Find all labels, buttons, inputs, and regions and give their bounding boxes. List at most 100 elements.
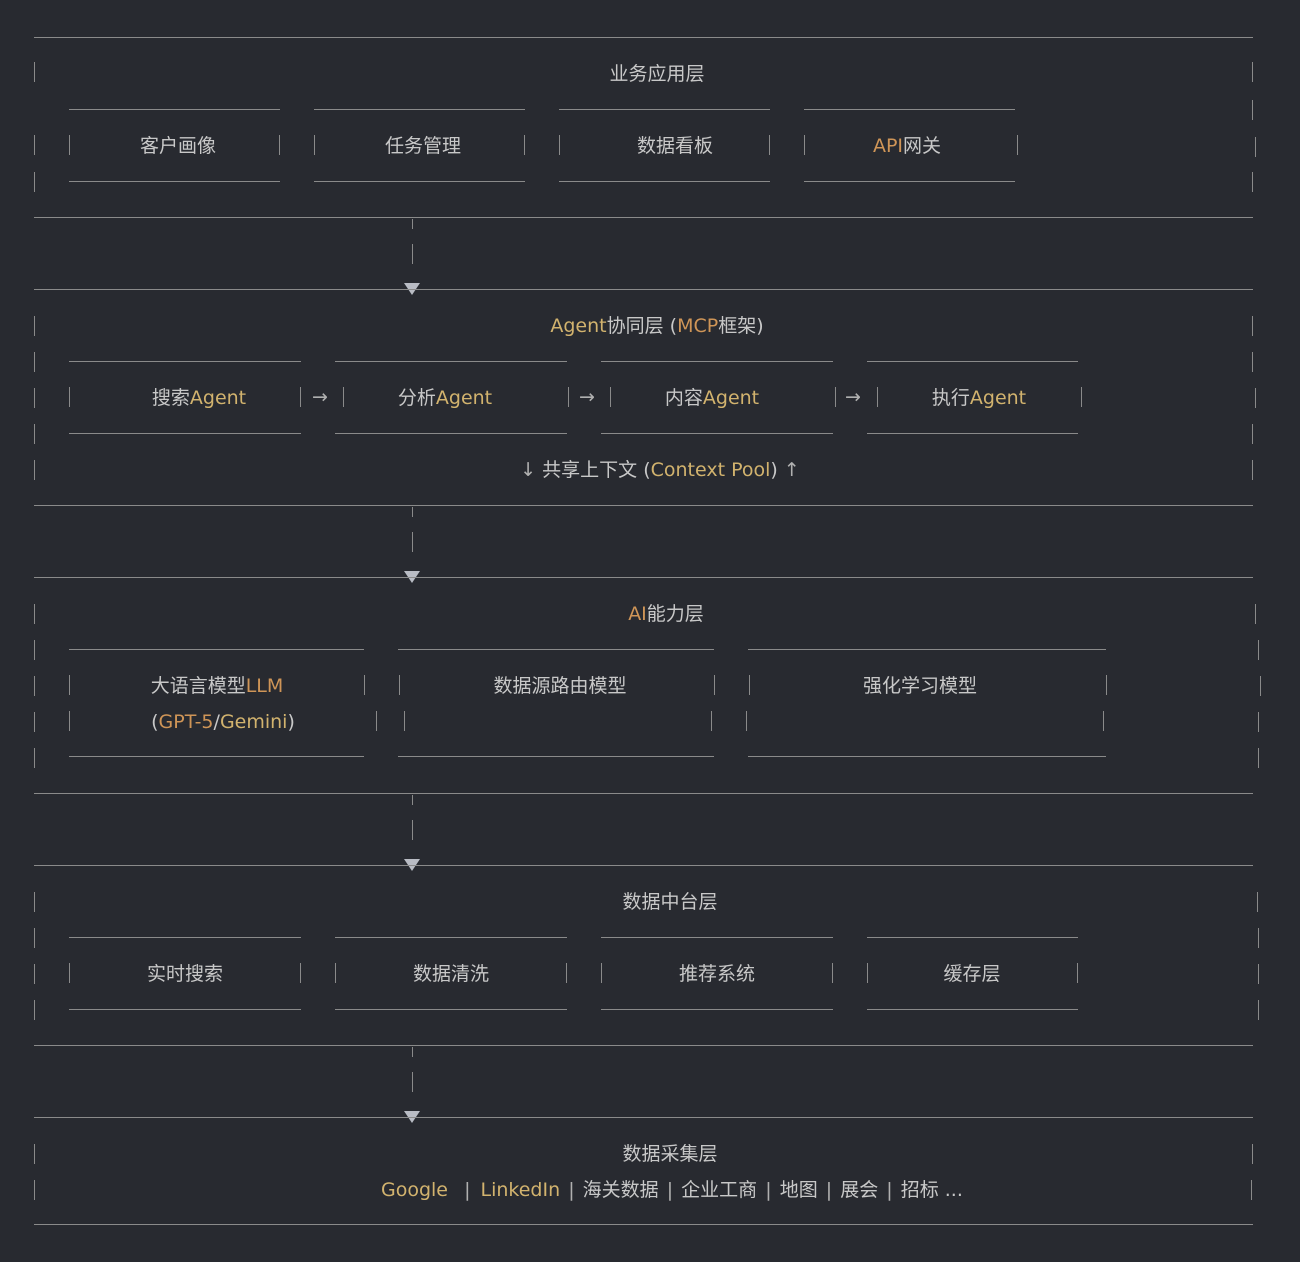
agent-en: Agent	[969, 387, 1027, 409]
layer-edge	[34, 712, 35, 732]
module-edge	[314, 135, 315, 155]
separator: |	[765, 1179, 772, 1201]
module-edge	[746, 711, 747, 731]
llm-label-line1: 大语言模型LLM	[151, 674, 284, 698]
agent-title-suffix: 框架)	[718, 315, 764, 337]
module-content-agent	[601, 361, 833, 434]
module-label: 推荐系统	[678, 963, 756, 985]
module-edge	[376, 711, 377, 731]
layer-edge	[34, 604, 35, 624]
module-edge	[877, 387, 878, 407]
llm-gemini: Gemini	[219, 711, 288, 733]
ai-title-suffix: 能力层	[646, 603, 704, 625]
layer-edge	[34, 892, 35, 912]
separator: |	[464, 1179, 471, 1201]
layer-edge	[34, 388, 35, 408]
module-edge	[749, 675, 750, 695]
llm-gpt: GPT-5	[158, 711, 214, 733]
module-edge	[524, 135, 525, 155]
module-edge	[769, 135, 770, 155]
ai-layer	[34, 577, 1253, 794]
module-analysis-agent	[335, 361, 567, 434]
connector-line	[412, 507, 413, 517]
module-task-management	[314, 109, 525, 182]
layer-edge	[34, 316, 35, 336]
source-business-registry: 企业工商	[681, 1179, 758, 1201]
module-edge	[69, 135, 70, 155]
module-recommendation	[601, 937, 833, 1010]
module-edge	[1106, 675, 1107, 695]
ai-layer-title: AI能力层	[628, 602, 704, 626]
llm-en: LLM	[245, 675, 284, 697]
layer-edge	[34, 424, 35, 444]
module-realtime-search	[69, 937, 301, 1010]
source-linkedin: LinkedIn	[480, 1179, 561, 1201]
module-label: 数据源路由模型	[493, 675, 627, 697]
module-customer-profile	[69, 109, 280, 182]
layer-edge	[1257, 892, 1258, 912]
agent-label-search: 搜索Agent	[152, 386, 246, 410]
module-search-agent	[69, 361, 301, 434]
connector-line	[412, 1072, 413, 1092]
module-label: 缓存层	[943, 963, 1001, 985]
module-edge	[1017, 135, 1018, 155]
module-datasource-router	[398, 649, 714, 757]
agent-title-mid: 协同层 (	[606, 315, 678, 337]
module-api-gateway	[804, 109, 1015, 182]
module-label: 实时搜索	[146, 963, 224, 985]
layer-edge	[1252, 460, 1253, 480]
layer-edge	[1255, 604, 1256, 624]
flow-arrow-icon: →	[312, 386, 328, 408]
data-sources-line: Google | LinkedIn | 海关数据 | 企业工商 | 地图 | 展…	[381, 1178, 963, 1202]
layer-edge	[34, 135, 35, 155]
module-cache-layer	[867, 937, 1078, 1010]
agent-en: Agent	[702, 387, 760, 409]
module-edge	[714, 675, 715, 695]
data-platform-title: 数据中台层	[622, 891, 718, 913]
module-edge	[364, 675, 365, 695]
module-edge	[568, 387, 569, 407]
module-edge	[300, 387, 301, 407]
layer-edge	[1252, 352, 1253, 372]
layer-edge	[34, 62, 35, 82]
api-text: API	[872, 135, 904, 157]
layer-edge	[1260, 676, 1261, 696]
agent-layer-title: Agent协同层 (MCP框架)	[550, 314, 763, 338]
layer-edge	[1255, 388, 1256, 408]
ai-title-ai: AI	[628, 603, 647, 625]
layer-edge	[34, 1180, 35, 1200]
layer-edge	[1258, 928, 1259, 948]
context-cn: 共享上下文 (	[542, 459, 651, 481]
layer-edge	[1252, 100, 1253, 120]
up-arrow-icon: ↑	[783, 459, 800, 481]
llm-cn: 大语言模型	[150, 675, 246, 697]
separator: |	[825, 1179, 833, 1201]
module-data-dashboard	[559, 109, 770, 182]
module-execution-agent	[867, 361, 1078, 434]
llm-close: )	[287, 711, 295, 733]
context-en: Context Pool	[650, 459, 771, 481]
layer-edge	[34, 676, 35, 696]
layer-edge	[1252, 62, 1253, 82]
shared-context-pool: ↓ 共享上下文 (Context Pool) ↑	[520, 458, 800, 482]
layer-edge	[1258, 964, 1259, 984]
agent-title-agent: Agent	[550, 315, 607, 337]
source-customs: 海关数据	[582, 1179, 659, 1201]
separator: |	[886, 1179, 893, 1201]
module-edge	[610, 387, 611, 407]
source-exhibition: 展会	[840, 1179, 879, 1201]
agent-en: Agent	[189, 387, 247, 409]
agent-label-analysis: 分析Agent	[398, 386, 492, 410]
module-edge	[835, 387, 836, 407]
connector-line	[412, 532, 413, 552]
agent-title-mcp: MCP	[677, 315, 719, 337]
layer-edge	[1258, 748, 1259, 768]
module-edge	[566, 963, 567, 983]
separator: |	[666, 1179, 674, 1201]
agent-label-content: 内容Agent	[665, 386, 759, 410]
module-edge	[711, 711, 712, 731]
llm-label-line2: (GPT-5/Gemini)	[151, 710, 295, 734]
module-edge	[804, 135, 805, 155]
down-arrow-icon: ↓	[520, 459, 537, 481]
layer-edge	[1251, 1180, 1252, 1200]
